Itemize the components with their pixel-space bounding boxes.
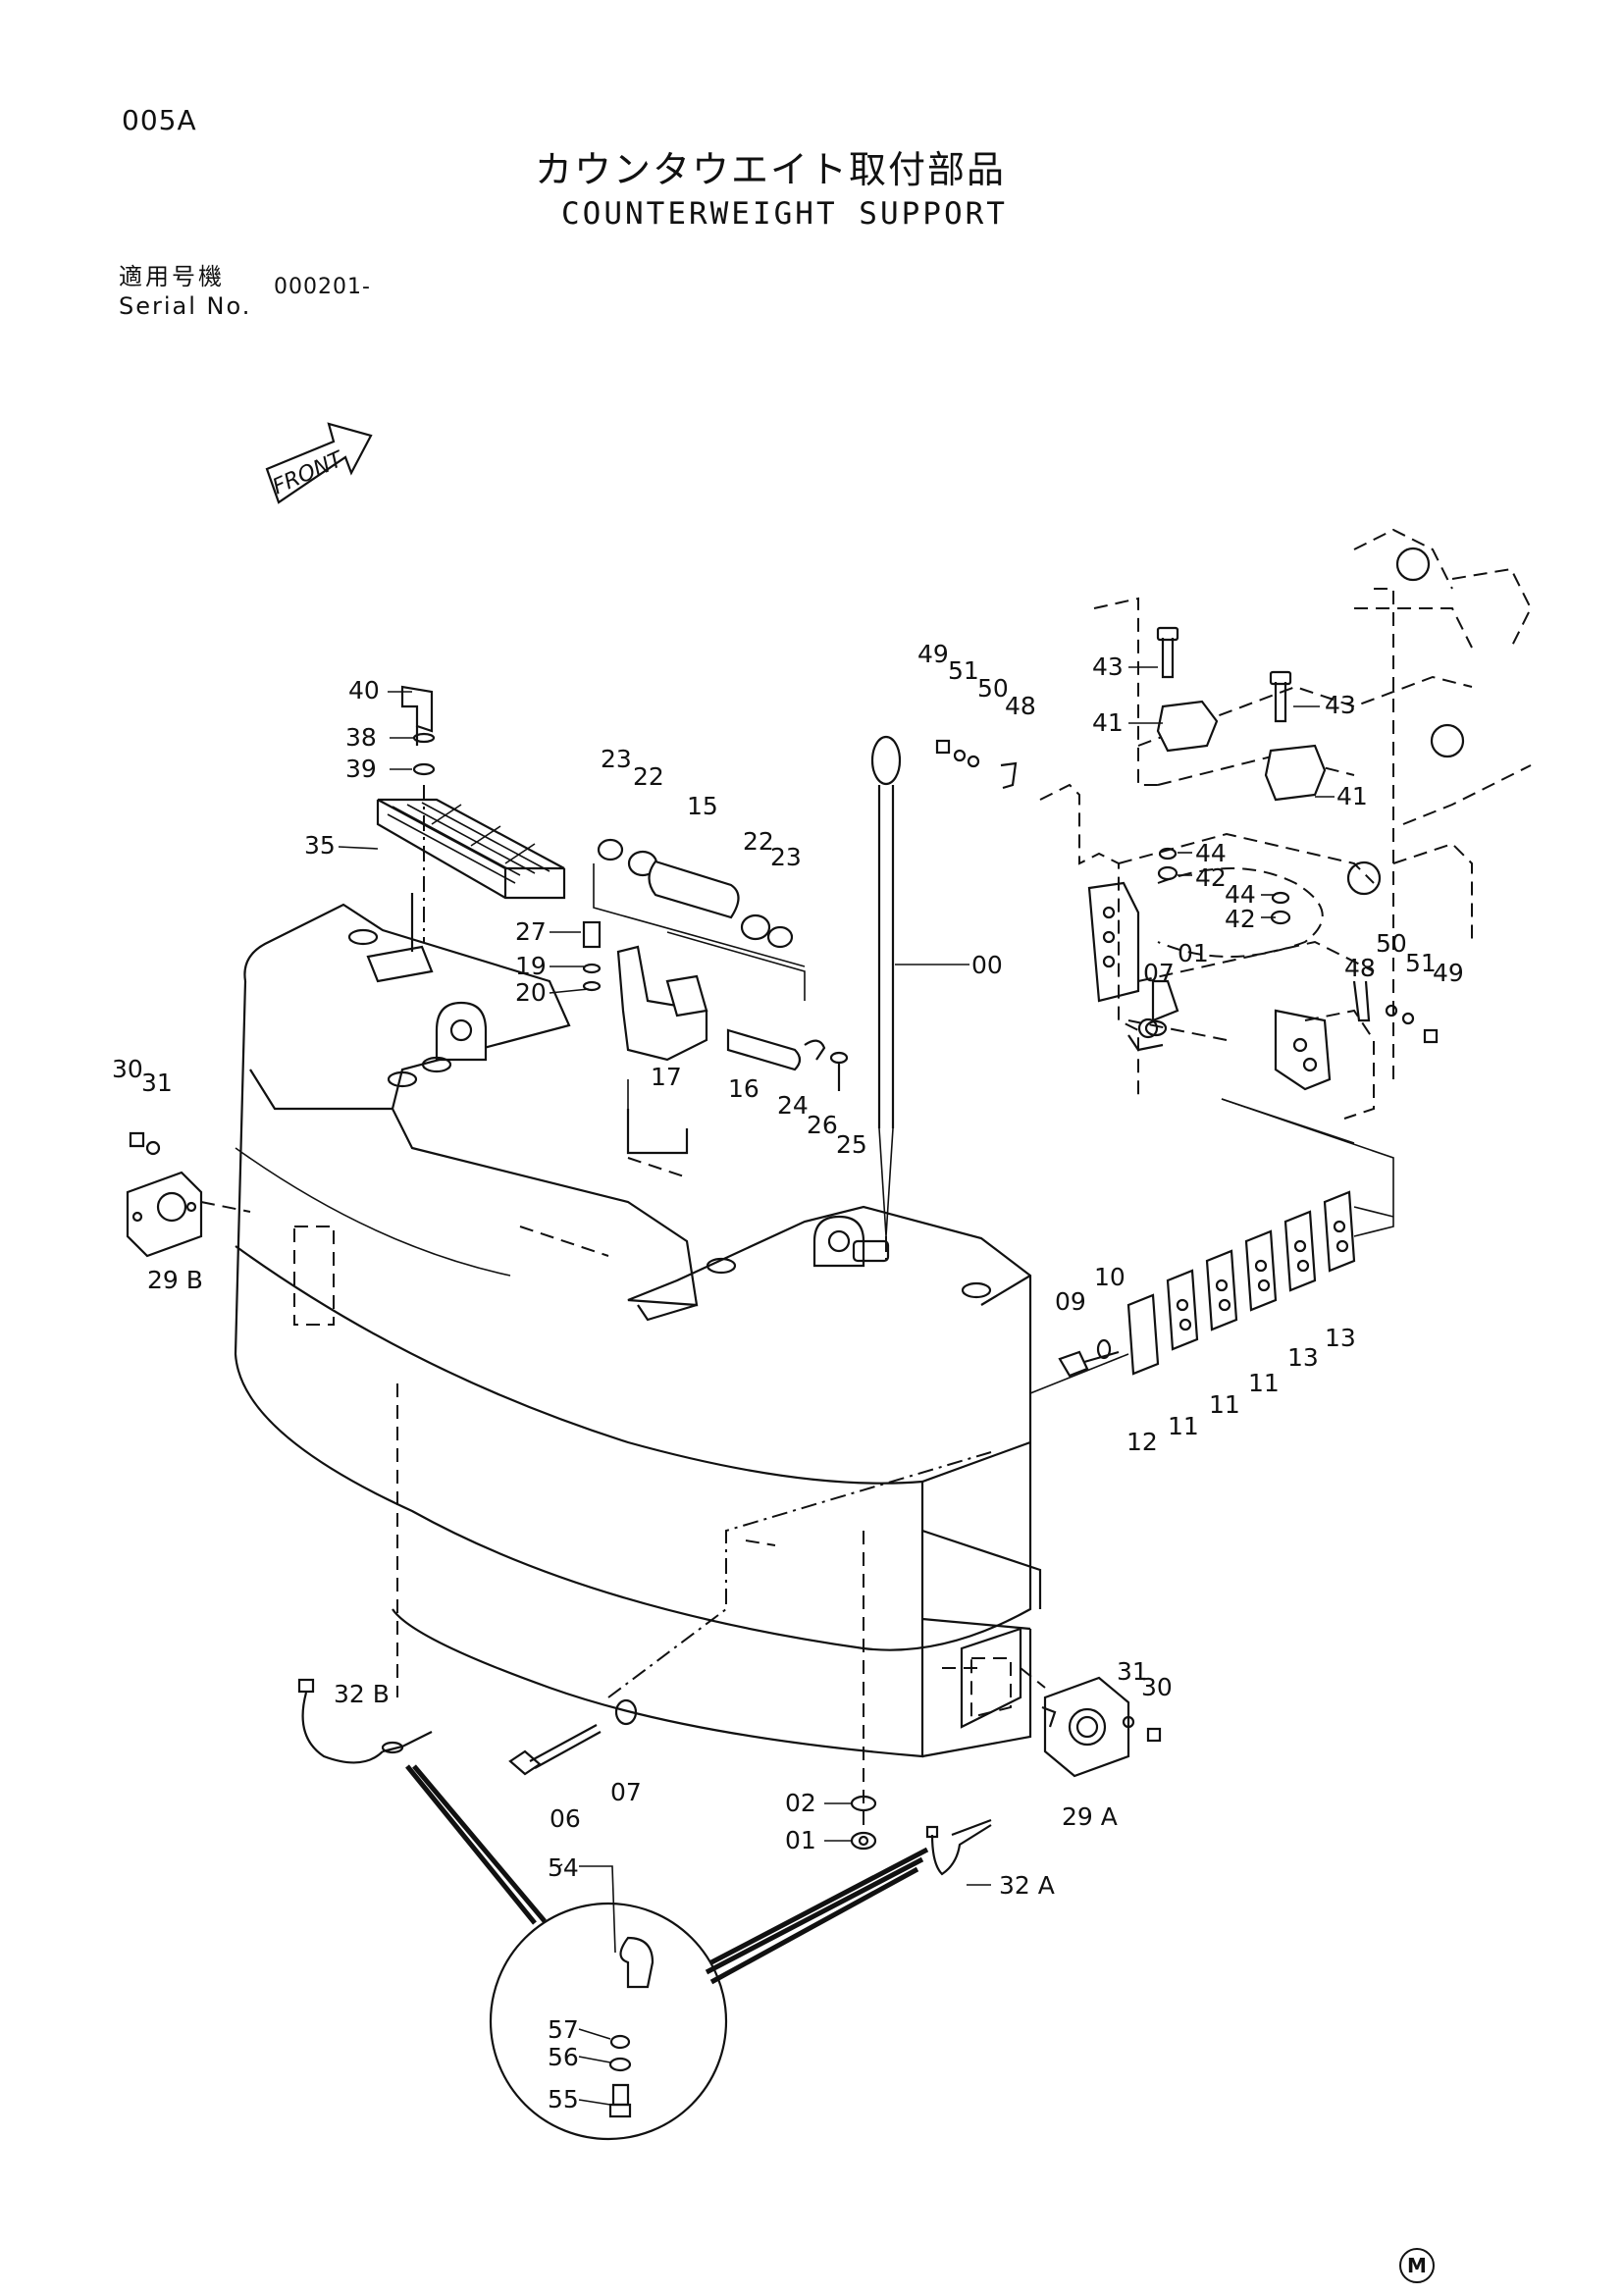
callout-c35: 35 (304, 831, 336, 860)
callout-c11c: 11 (1248, 1369, 1280, 1397)
callout-c15: 15 (687, 792, 718, 820)
callout-c44a: 44 (1195, 839, 1227, 867)
callout-c43b: 43 (1325, 691, 1356, 719)
callout-c13a: 13 (1287, 1343, 1319, 1372)
counterweight-body (234, 893, 1042, 1825)
serial-label-jp: 適用号機 (119, 263, 225, 290)
serial-label-en: Serial No. (119, 292, 252, 320)
callout-c20: 20 (515, 978, 547, 1007)
callout-c24: 24 (777, 1091, 809, 1120)
callout-c32b: 32 B (334, 1680, 390, 1708)
callout-c09: 09 (1055, 1287, 1086, 1316)
pin-assembly (582, 838, 849, 1114)
plate-29b (126, 1131, 251, 1258)
step-assembly (376, 685, 566, 942)
callout-c17: 17 (651, 1063, 682, 1091)
callout-c41b: 41 (1336, 782, 1368, 810)
machine-frame (935, 528, 1533, 1237)
rod-part (870, 735, 969, 1261)
callout-c13b: 13 (1325, 1324, 1356, 1352)
page-code: 005A (122, 104, 197, 136)
callout-c57: 57 (548, 2015, 579, 2044)
callout-c29a: 29 A (1062, 1802, 1118, 1831)
leader-lines (338, 666, 1335, 2106)
callout-c50a: 50 (977, 674, 1009, 703)
callout-c12: 12 (1126, 1428, 1158, 1456)
callout-c38: 38 (345, 723, 377, 752)
callout-c29b: 29 B (147, 1266, 203, 1294)
callout-c27: 27 (515, 917, 547, 946)
callout-c55: 55 (548, 2085, 579, 2113)
callout-c51a: 51 (948, 656, 979, 685)
callout-c11b: 11 (1209, 1390, 1240, 1419)
front-arrow-label: FRONT (269, 446, 347, 499)
callout-c25: 25 (836, 1130, 867, 1159)
callout-c01a: 01 (1178, 939, 1209, 967)
footer-mark: M (1399, 2248, 1435, 2283)
detail-circle (489, 1902, 728, 2141)
page-title-en: COUNTERWEIGHT SUPPORT (561, 196, 1008, 232)
callout-c11a: 11 (1168, 1412, 1199, 1440)
plate-29a (1020, 1667, 1162, 1778)
callout-c43a: 43 (1092, 652, 1124, 681)
callout-c32a: 32 A (999, 1871, 1055, 1900)
callout-c23b: 23 (770, 843, 802, 871)
shim-stack (1029, 1190, 1394, 1394)
callout-c49b: 49 (1433, 959, 1464, 987)
callout-c01b: 01 (785, 1826, 816, 1854)
callout-c44b: 44 (1225, 880, 1256, 909)
callout-c54: 54 (548, 1853, 579, 1882)
callout-c07b: 07 (610, 1778, 642, 1806)
callout-c48b: 48 (1344, 954, 1376, 982)
callout-c30a: 30 (112, 1055, 143, 1083)
page-title-jp: カウンタウエイト取付部品 (535, 148, 1007, 191)
callout-c48a: 48 (1005, 692, 1036, 720)
callout-c51b: 51 (1405, 949, 1437, 977)
callout-c02: 02 (785, 1789, 816, 1817)
callout-c49a: 49 (917, 640, 949, 668)
callout-c31b: 31 (1117, 1657, 1148, 1686)
callout-c16: 16 (728, 1074, 759, 1103)
callout-c50b: 50 (1376, 929, 1407, 958)
callout-c23a: 23 (601, 745, 632, 773)
callout-c26: 26 (807, 1111, 838, 1139)
callout-c07a: 07 (1143, 959, 1175, 987)
callout-c56: 56 (548, 2043, 579, 2071)
callout-c22b: 22 (743, 827, 774, 856)
serial-value: 000201- (274, 275, 371, 299)
callout-c41a: 41 (1092, 708, 1124, 737)
callout-c40: 40 (348, 676, 380, 704)
callout-c19: 19 (515, 952, 547, 980)
callout-c06: 06 (550, 1804, 581, 1833)
callout-c00: 00 (971, 951, 1003, 979)
callout-c31a: 31 (141, 1069, 173, 1097)
callout-c30b: 30 (1141, 1673, 1173, 1701)
callout-c42a: 42 (1195, 863, 1227, 892)
cable-assembly (297, 1678, 992, 2141)
callout-c10: 10 (1094, 1263, 1126, 1291)
callout-c39: 39 (345, 755, 377, 783)
front-arrow-icon: FRONT (265, 422, 373, 504)
callout-c42b: 42 (1225, 905, 1256, 933)
callout-c22a: 22 (633, 762, 664, 791)
